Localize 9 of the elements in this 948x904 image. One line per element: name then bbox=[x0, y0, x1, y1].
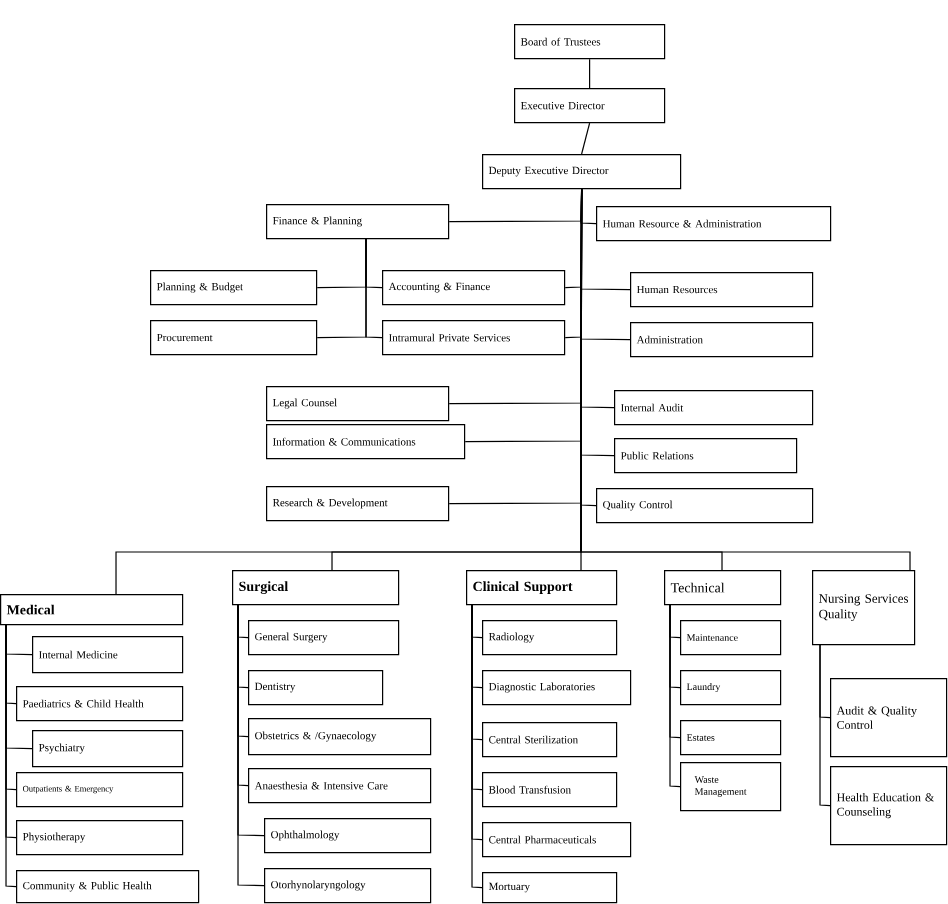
connector-line bbox=[589, 58, 591, 89]
connector-line bbox=[580, 188, 911, 571]
connector-line bbox=[237, 603, 265, 887]
connector-line bbox=[5, 623, 17, 888]
connector-line bbox=[819, 643, 831, 807]
connector-line bbox=[581, 122, 591, 155]
connector-line bbox=[471, 603, 483, 889]
connector-line bbox=[669, 603, 681, 788]
connector-line bbox=[365, 237, 383, 339]
